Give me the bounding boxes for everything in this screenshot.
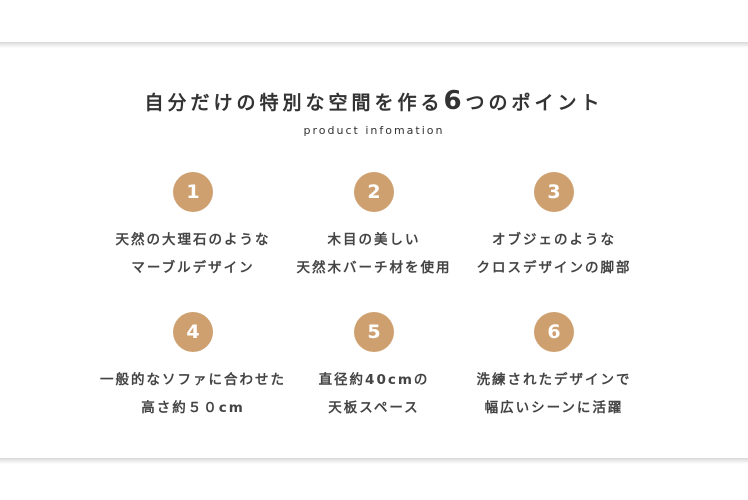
point-line: マーブルデザイン bbox=[131, 260, 255, 276]
number-badge: 5 bbox=[354, 312, 394, 352]
point-line: 天然の大理石のような bbox=[115, 232, 271, 248]
point-1: 1 天然の大理石のようなマーブルデザイン bbox=[98, 172, 288, 282]
bottom-divider bbox=[0, 458, 748, 464]
point-line: 木目の美しい bbox=[327, 232, 421, 248]
point-line: 洗練されたデザインで bbox=[476, 372, 632, 388]
top-divider bbox=[0, 42, 748, 48]
number-badge: 2 bbox=[354, 172, 394, 212]
point-3: 3 オブジェのようなクロスデザインの脚部 bbox=[459, 172, 649, 282]
title-text-end: つのポイント bbox=[465, 92, 604, 114]
title-number: 6 bbox=[443, 86, 466, 116]
point-4: 4 一般的なソファに合わせた高さ約５０cm bbox=[98, 312, 288, 422]
point-text: オブジェのようなクロスデザインの脚部 bbox=[459, 226, 649, 282]
point-text: 洗練されたデザインで幅広いシーンに活躍 bbox=[459, 366, 649, 422]
point-text: 直径約40cmの天板スペース bbox=[279, 366, 469, 422]
section-subtitle: product infomation bbox=[303, 124, 445, 137]
point-6: 6 洗練されたデザインで幅広いシーンに活躍 bbox=[459, 312, 649, 422]
number-badge: 6 bbox=[534, 312, 574, 352]
point-text: 一般的なソファに合わせた高さ約５０cm bbox=[98, 366, 288, 422]
number-badge: 3 bbox=[534, 172, 574, 212]
point-line: クロスデザインの脚部 bbox=[476, 260, 632, 276]
point-text: 天然の大理石のようなマーブルデザイン bbox=[98, 226, 288, 282]
point-line: 天板スペース bbox=[328, 400, 420, 416]
point-line: 直径約40cmの bbox=[318, 372, 430, 388]
point-line: 一般的なソファに合わせた bbox=[100, 372, 286, 388]
number-badge: 1 bbox=[173, 172, 213, 212]
point-2: 2 木目の美しい天然木バーチ材を使用 bbox=[279, 172, 469, 282]
section-title: 自分だけの特別な空間を作る6つのポイント bbox=[0, 86, 748, 116]
point-line: オブジェのような bbox=[492, 232, 616, 248]
point-text: 木目の美しい天然木バーチ材を使用 bbox=[279, 226, 469, 282]
point-line: 天然木バーチ材を使用 bbox=[296, 260, 452, 276]
point-line: 幅広いシーンに活躍 bbox=[484, 400, 624, 416]
title-text: 自分だけの特別な空間を作る bbox=[144, 92, 444, 114]
point-line: 高さ約５０cm bbox=[141, 400, 245, 416]
number-badge: 4 bbox=[173, 312, 213, 352]
point-5: 5 直径約40cmの天板スペース bbox=[279, 312, 469, 422]
